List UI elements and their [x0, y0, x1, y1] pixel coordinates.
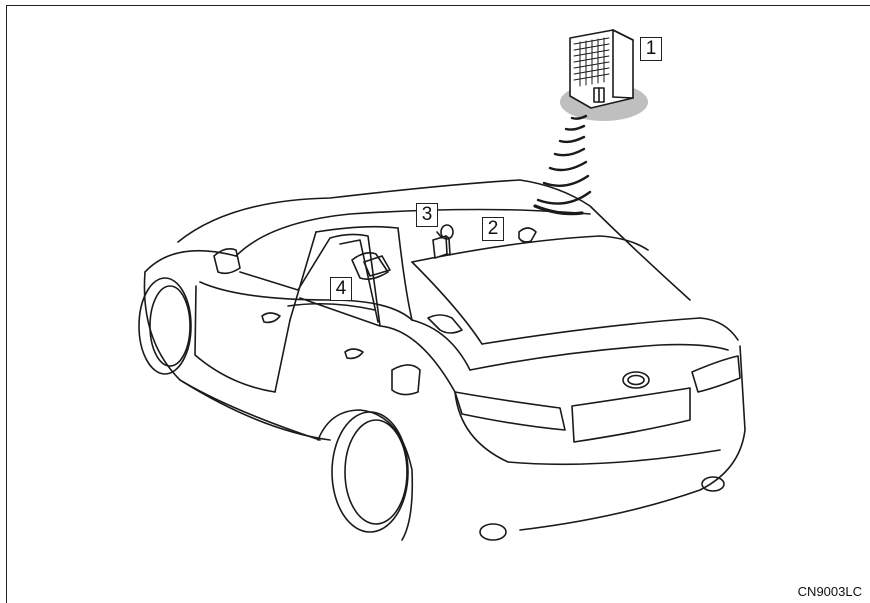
antenna-module-3: [432, 224, 454, 259]
callout-2: 2: [482, 217, 504, 241]
car-body: [138, 179, 746, 541]
signal-waves: [533, 114, 592, 216]
callout-4: 4: [330, 277, 352, 301]
antenna-module-2: [518, 227, 537, 243]
building-icon: [560, 29, 648, 121]
frame-top-border: [6, 5, 870, 6]
frame-left-border: [6, 5, 7, 603]
display-module-4: [363, 255, 391, 277]
figure-code: CN9003LC: [797, 584, 862, 599]
callout-1: 1: [640, 37, 662, 61]
callout-3: 3: [416, 203, 438, 227]
